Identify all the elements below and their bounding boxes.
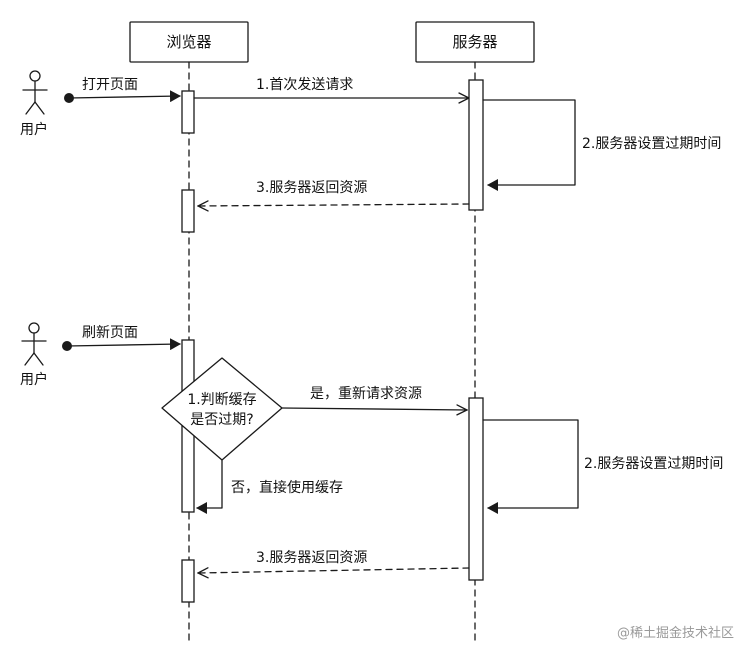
stick-figure-icon [22,70,48,115]
message-no-use-cache: 否，直接使用缓存 [196,459,343,514]
decision-line1: 1.判断缓存 [187,392,256,408]
user-actor-top-label: 用户 [20,121,48,138]
server-activation-1 [468,79,484,211]
stick-figure-icon [21,322,47,366]
browser-activation-2 [181,189,195,233]
decision-line2: 是否过期? [190,412,253,428]
message-refresh-page-label: 刷新页面 [82,325,138,341]
message-yes-rerequest-label: 是，重新请求资源 [310,386,422,402]
participant-server-label: 服务器 [452,33,497,51]
server-activation-2 [468,397,484,581]
browser-activation-4 [181,559,195,603]
message-server-return-1-label: 3.服务器返回资源 [256,180,367,196]
user-actor-bottom-label: 用户 [20,371,48,388]
watermark: @稀土掘金技术社区 [617,625,734,641]
user-actor-top: 用户 [20,70,48,138]
message-server-return-2-label: 3.服务器返回资源 [256,550,367,566]
message-server-set-expiry-2: 2.服务器设置过期时间 [482,419,723,514]
message-server-set-expiry-1-label: 2.服务器设置过期时间 [582,136,721,152]
message-open-page-label: 打开页面 [82,76,138,93]
message-server-return-1: 3.服务器返回资源 [198,180,470,206]
message-open-page: 打开页面 [64,76,181,103]
message-yes-rerequest: 是，重新请求资源 [281,386,467,410]
message-first-request: 1.首次发送请求 [193,77,469,98]
message-refresh-page: 刷新页面 [62,325,181,351]
message-server-set-expiry-1: 2.服务器设置过期时间 [482,99,721,191]
decision-check-cache: 1.判断缓存 是否过期? [161,357,283,461]
participant-server: 服务器 [415,21,535,63]
message-first-request-label: 1.首次发送请求 [256,77,353,93]
message-no-use-cache-label: 否，直接使用缓存 [231,479,343,496]
user-actor-bottom: 用户 [20,322,48,388]
message-server-return-2: 3.服务器返回资源 [198,550,470,573]
message-server-set-expiry-2-label: 2.服务器设置过期时间 [584,456,723,472]
browser-activation-1 [181,90,195,134]
participant-browser-label: 浏览器 [166,33,211,51]
participant-browser: 浏览器 [129,21,249,63]
